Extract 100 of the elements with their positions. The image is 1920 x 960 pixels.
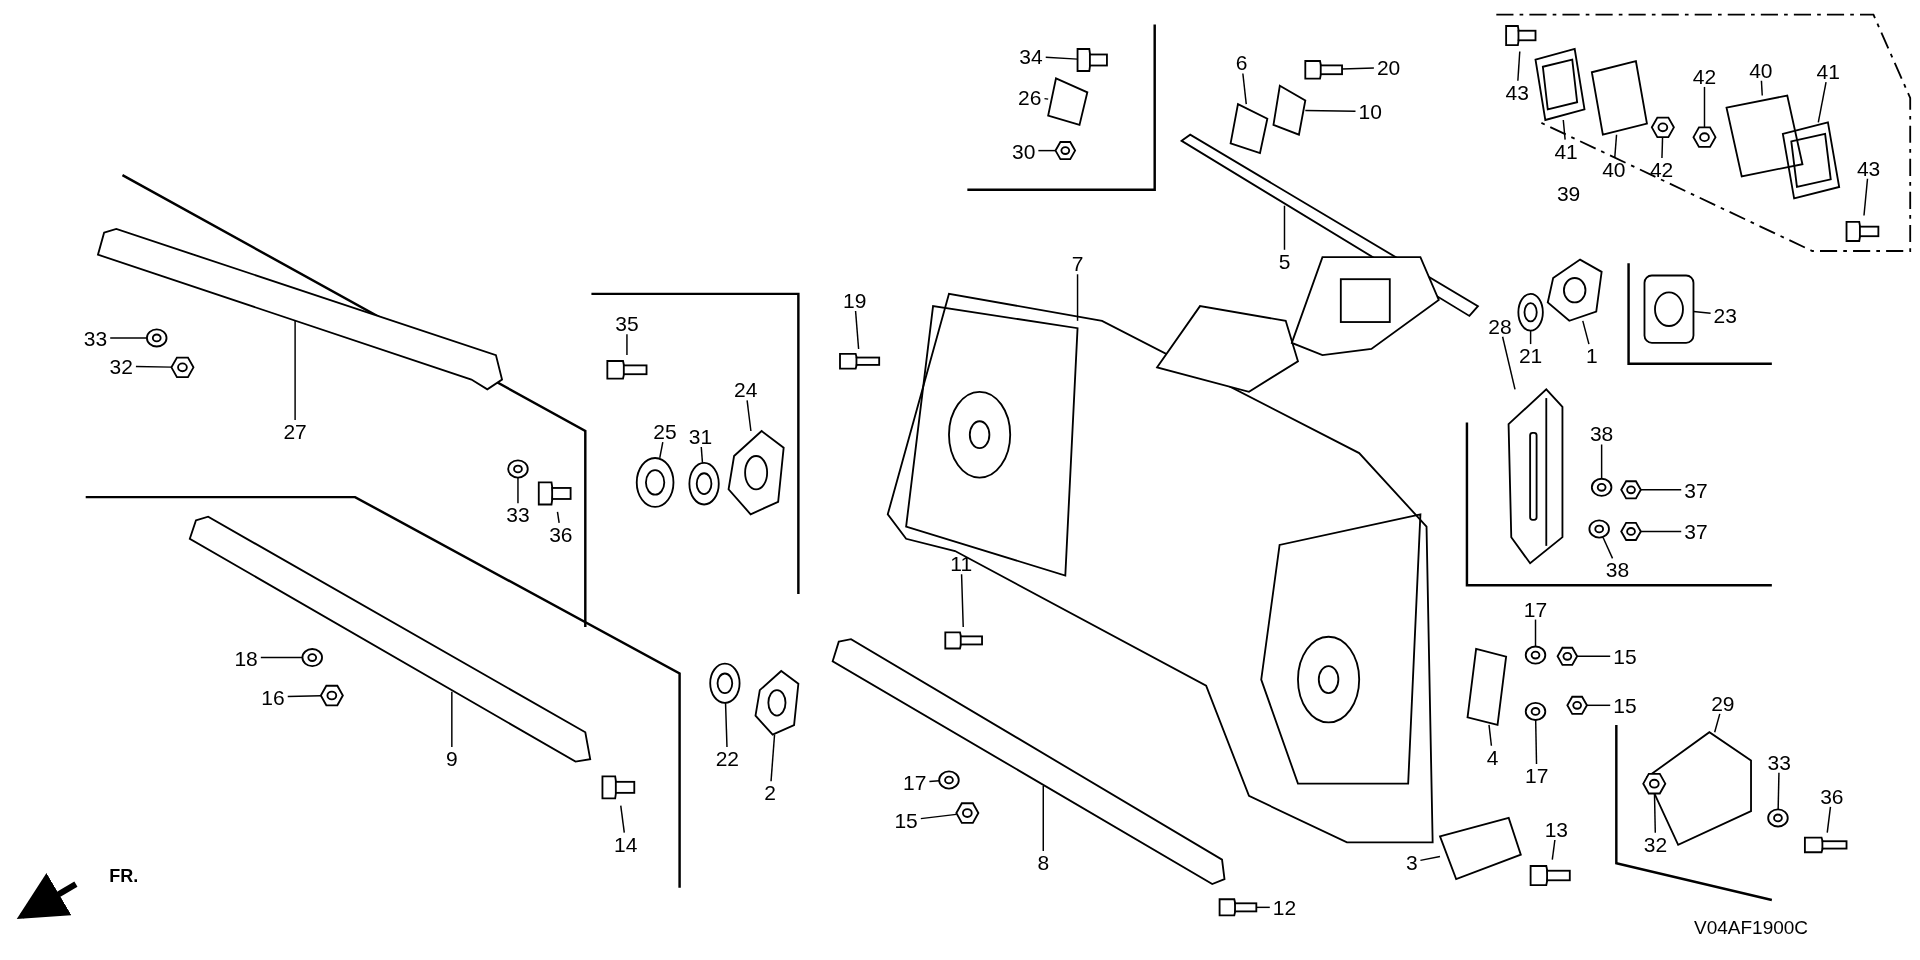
nut: [955, 802, 980, 824]
bolt: [601, 775, 636, 800]
leader-line: [1562, 119, 1566, 141]
callout-number: 41: [1554, 140, 1578, 162]
callout-number: 42: [1649, 158, 1674, 180]
nut: [319, 684, 344, 707]
nut: [1054, 141, 1077, 161]
bearing: [709, 662, 741, 704]
callout-number: 12: [1272, 896, 1297, 918]
leader-line: [1600, 443, 1603, 480]
washer: [301, 648, 323, 668]
bolt: [1505, 25, 1537, 46]
callout-number: 33: [83, 327, 108, 349]
leader-line: [1760, 80, 1763, 97]
leader-line: [1692, 310, 1712, 314]
callout-number: 3: [1406, 851, 1418, 873]
washer: [938, 770, 960, 790]
washer: [1767, 808, 1789, 828]
leader-line: [1653, 792, 1657, 834]
callout-number: 21: [1518, 344, 1543, 366]
callout-number: 34: [1019, 45, 1043, 67]
bolt: [1529, 865, 1571, 886]
leader-line: [294, 320, 296, 421]
diagram-code: V04AF1900C: [1694, 915, 1809, 940]
leader-line: [700, 446, 704, 464]
leader-line: [770, 733, 776, 782]
leader-line: [1242, 72, 1247, 105]
bracket: [1466, 647, 1508, 727]
callout-number: 32: [1643, 833, 1668, 855]
leader-line: [1255, 906, 1271, 909]
leader-line: [1501, 336, 1516, 391]
leader-line: [135, 365, 173, 368]
leader-line: [1777, 771, 1780, 811]
nut: [1692, 126, 1717, 148]
clip: [1047, 77, 1089, 127]
callout-number: 36: [1820, 785, 1844, 807]
nut: [1620, 521, 1642, 541]
leader-line: [1529, 329, 1532, 345]
callout-number: 14: [614, 833, 638, 855]
callout-number: 30: [1012, 140, 1036, 162]
callout-number: 37: [1684, 520, 1708, 542]
leader-line: [1640, 530, 1682, 533]
nut: [1642, 772, 1667, 795]
leader-line: [451, 691, 453, 748]
callout-number: 19: [843, 289, 867, 311]
leader-line: [1713, 713, 1721, 733]
direction-label: FR.: [109, 864, 139, 887]
leader-line: [1341, 67, 1375, 70]
bolt: [606, 360, 648, 380]
plate: [1725, 94, 1804, 178]
leader-line: [1586, 704, 1611, 707]
bolt: [1218, 898, 1258, 917]
callout-number: 15: [1613, 694, 1637, 716]
nut: [1650, 116, 1675, 139]
leader-line: [1534, 618, 1537, 648]
nut: [1620, 480, 1642, 500]
leader-line: [659, 441, 664, 459]
leader-line: [1826, 806, 1832, 834]
callout-number: 5: [1278, 250, 1291, 272]
callout-number: 42: [1692, 65, 1717, 87]
callout-number: 25: [653, 420, 677, 442]
leader-line: [920, 813, 958, 820]
leader-line: [1042, 785, 1044, 852]
callout-number: 40: [1749, 59, 1773, 81]
bracket: [1507, 388, 1564, 565]
callout-number: 27: [283, 420, 307, 442]
bolt: [1076, 48, 1108, 72]
leader-line: [1534, 719, 1538, 765]
leader-line: [1863, 178, 1869, 217]
callout-number: 36: [549, 523, 573, 545]
callout-number: 16: [261, 686, 285, 708]
leader-line: [1817, 81, 1827, 124]
callout-number: 41: [1816, 60, 1840, 82]
leader-line: [260, 656, 304, 659]
callout-number: 23: [1713, 304, 1737, 326]
leader-line: [1488, 724, 1493, 747]
bolt: [537, 481, 572, 506]
callout-number: 33: [506, 503, 530, 525]
bolt: [1845, 220, 1880, 242]
leader-line: [1304, 109, 1357, 112]
callout-number: 33: [1767, 751, 1791, 773]
leader-line: [626, 333, 628, 356]
washer: [507, 459, 529, 479]
bearing-flange: [1643, 274, 1695, 344]
callout-number: 22: [715, 747, 739, 769]
bolt: [1804, 836, 1848, 854]
bolt: [839, 352, 881, 370]
leader-line: [1517, 50, 1521, 82]
washer: [1590, 477, 1613, 497]
washer: [1524, 645, 1547, 665]
callout-number: 26: [1018, 86, 1042, 108]
leader-line: [1661, 136, 1664, 159]
leader-line: [960, 573, 964, 628]
callout-number: 15: [894, 809, 918, 831]
callout-number: 2: [764, 781, 777, 803]
callout-number: 38: [1589, 422, 1614, 444]
callout-number: 17: [903, 771, 927, 793]
gasket: [1781, 121, 1841, 200]
skid-plate: [1438, 816, 1522, 881]
leader-line: [746, 399, 752, 432]
